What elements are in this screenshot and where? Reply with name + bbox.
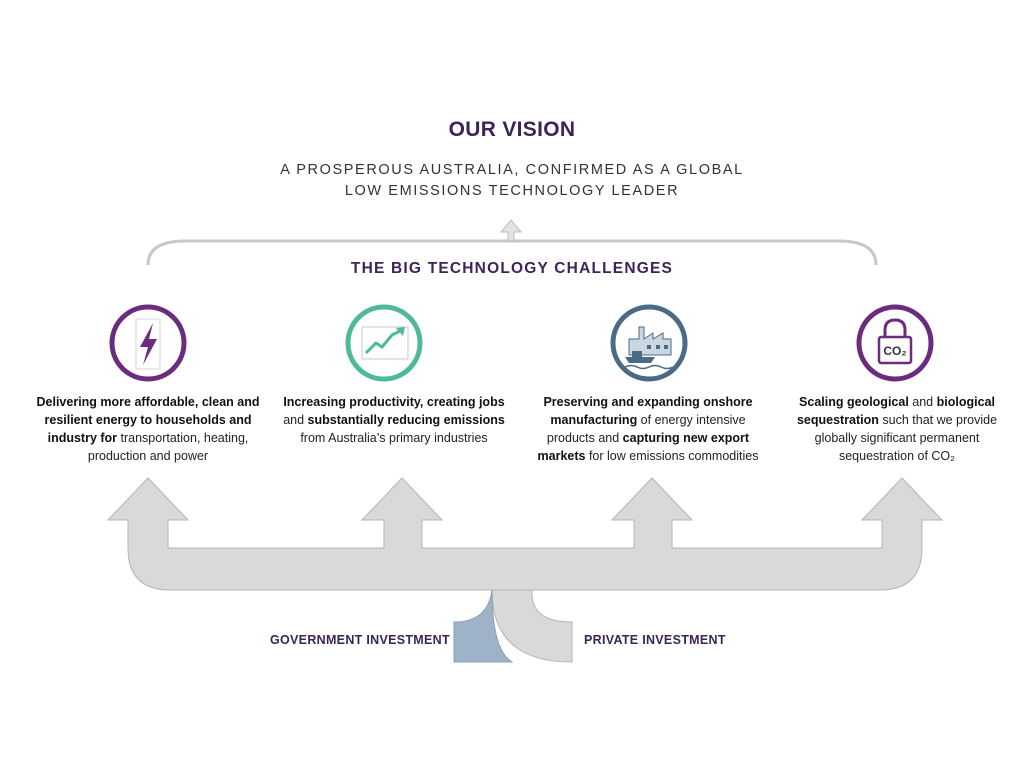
lightning-bolt-icon xyxy=(108,303,188,383)
challenge-productivity-text: Increasing productivity, creating jobs a… xyxy=(278,393,510,447)
challenge-text-bold: biological sequestration xyxy=(796,395,995,427)
government-investment-label: GOVERNMENT INVESTMENT xyxy=(270,633,450,647)
challenge-text-regular: transportation, heating, production and … xyxy=(87,431,249,463)
factory-ship-icon xyxy=(609,303,689,383)
challenge-manufacturing-text: Preserving and expanding onshore manufac… xyxy=(532,393,764,465)
private-investment-stream xyxy=(491,589,573,663)
challenge-text-bold: Delivering more affordable, clean and re… xyxy=(36,395,260,445)
challenge-text-regular: and xyxy=(283,413,308,427)
challenge-text-bold: substantially reducing emissions xyxy=(307,413,505,427)
private-investment-label: PRIVATE INVESTMENT xyxy=(584,633,726,647)
challenge-text-regular: of energy intensive products and xyxy=(546,413,746,445)
growth-chart-icon xyxy=(344,303,424,383)
vision-subtitle-line2: LOW EMISSIONS TECHNOLOGY LEADER xyxy=(344,183,680,199)
challenge-text-regular: such that we provide globally significan… xyxy=(814,413,998,463)
challenge-text-bold: Increasing productivity, creating jobs xyxy=(283,395,505,409)
vision-subtitle-line1: A PROSPEROUS AUSTRALIA, CONFIRMED AS A G… xyxy=(280,162,744,178)
challenge-text-bold: capturing new export markets xyxy=(537,431,750,463)
vision-up-arrow xyxy=(499,219,523,242)
challenge-text-bold: Scaling geological xyxy=(799,395,909,409)
challenge-energy-text: Delivering more affordable, clean and re… xyxy=(32,393,264,465)
co2-icon-label: CO₂ xyxy=(883,344,906,358)
vision-subtitle: A PROSPEROUS AUSTRALIA, CONFIRMED AS A G… xyxy=(262,160,762,202)
government-investment-stream xyxy=(453,589,514,663)
co2-lock-icon: CO₂ xyxy=(855,303,935,383)
challenge-text-regular: and xyxy=(908,395,937,409)
challenges-title: THE BIG TECHNOLOGY CHALLENGES xyxy=(350,260,674,277)
challenge-text-regular: for low emissions commodities xyxy=(585,449,759,463)
investment-flow-bar xyxy=(106,477,944,591)
challenge-text-bold: Preserving and expanding onshore manufac… xyxy=(543,395,753,427)
challenge-text-regular: from Australia’s primary industries xyxy=(300,431,488,445)
challenge-sequestration-text: Scaling geological and biological seques… xyxy=(781,393,1013,465)
vision-title: OUR VISION xyxy=(448,118,576,141)
